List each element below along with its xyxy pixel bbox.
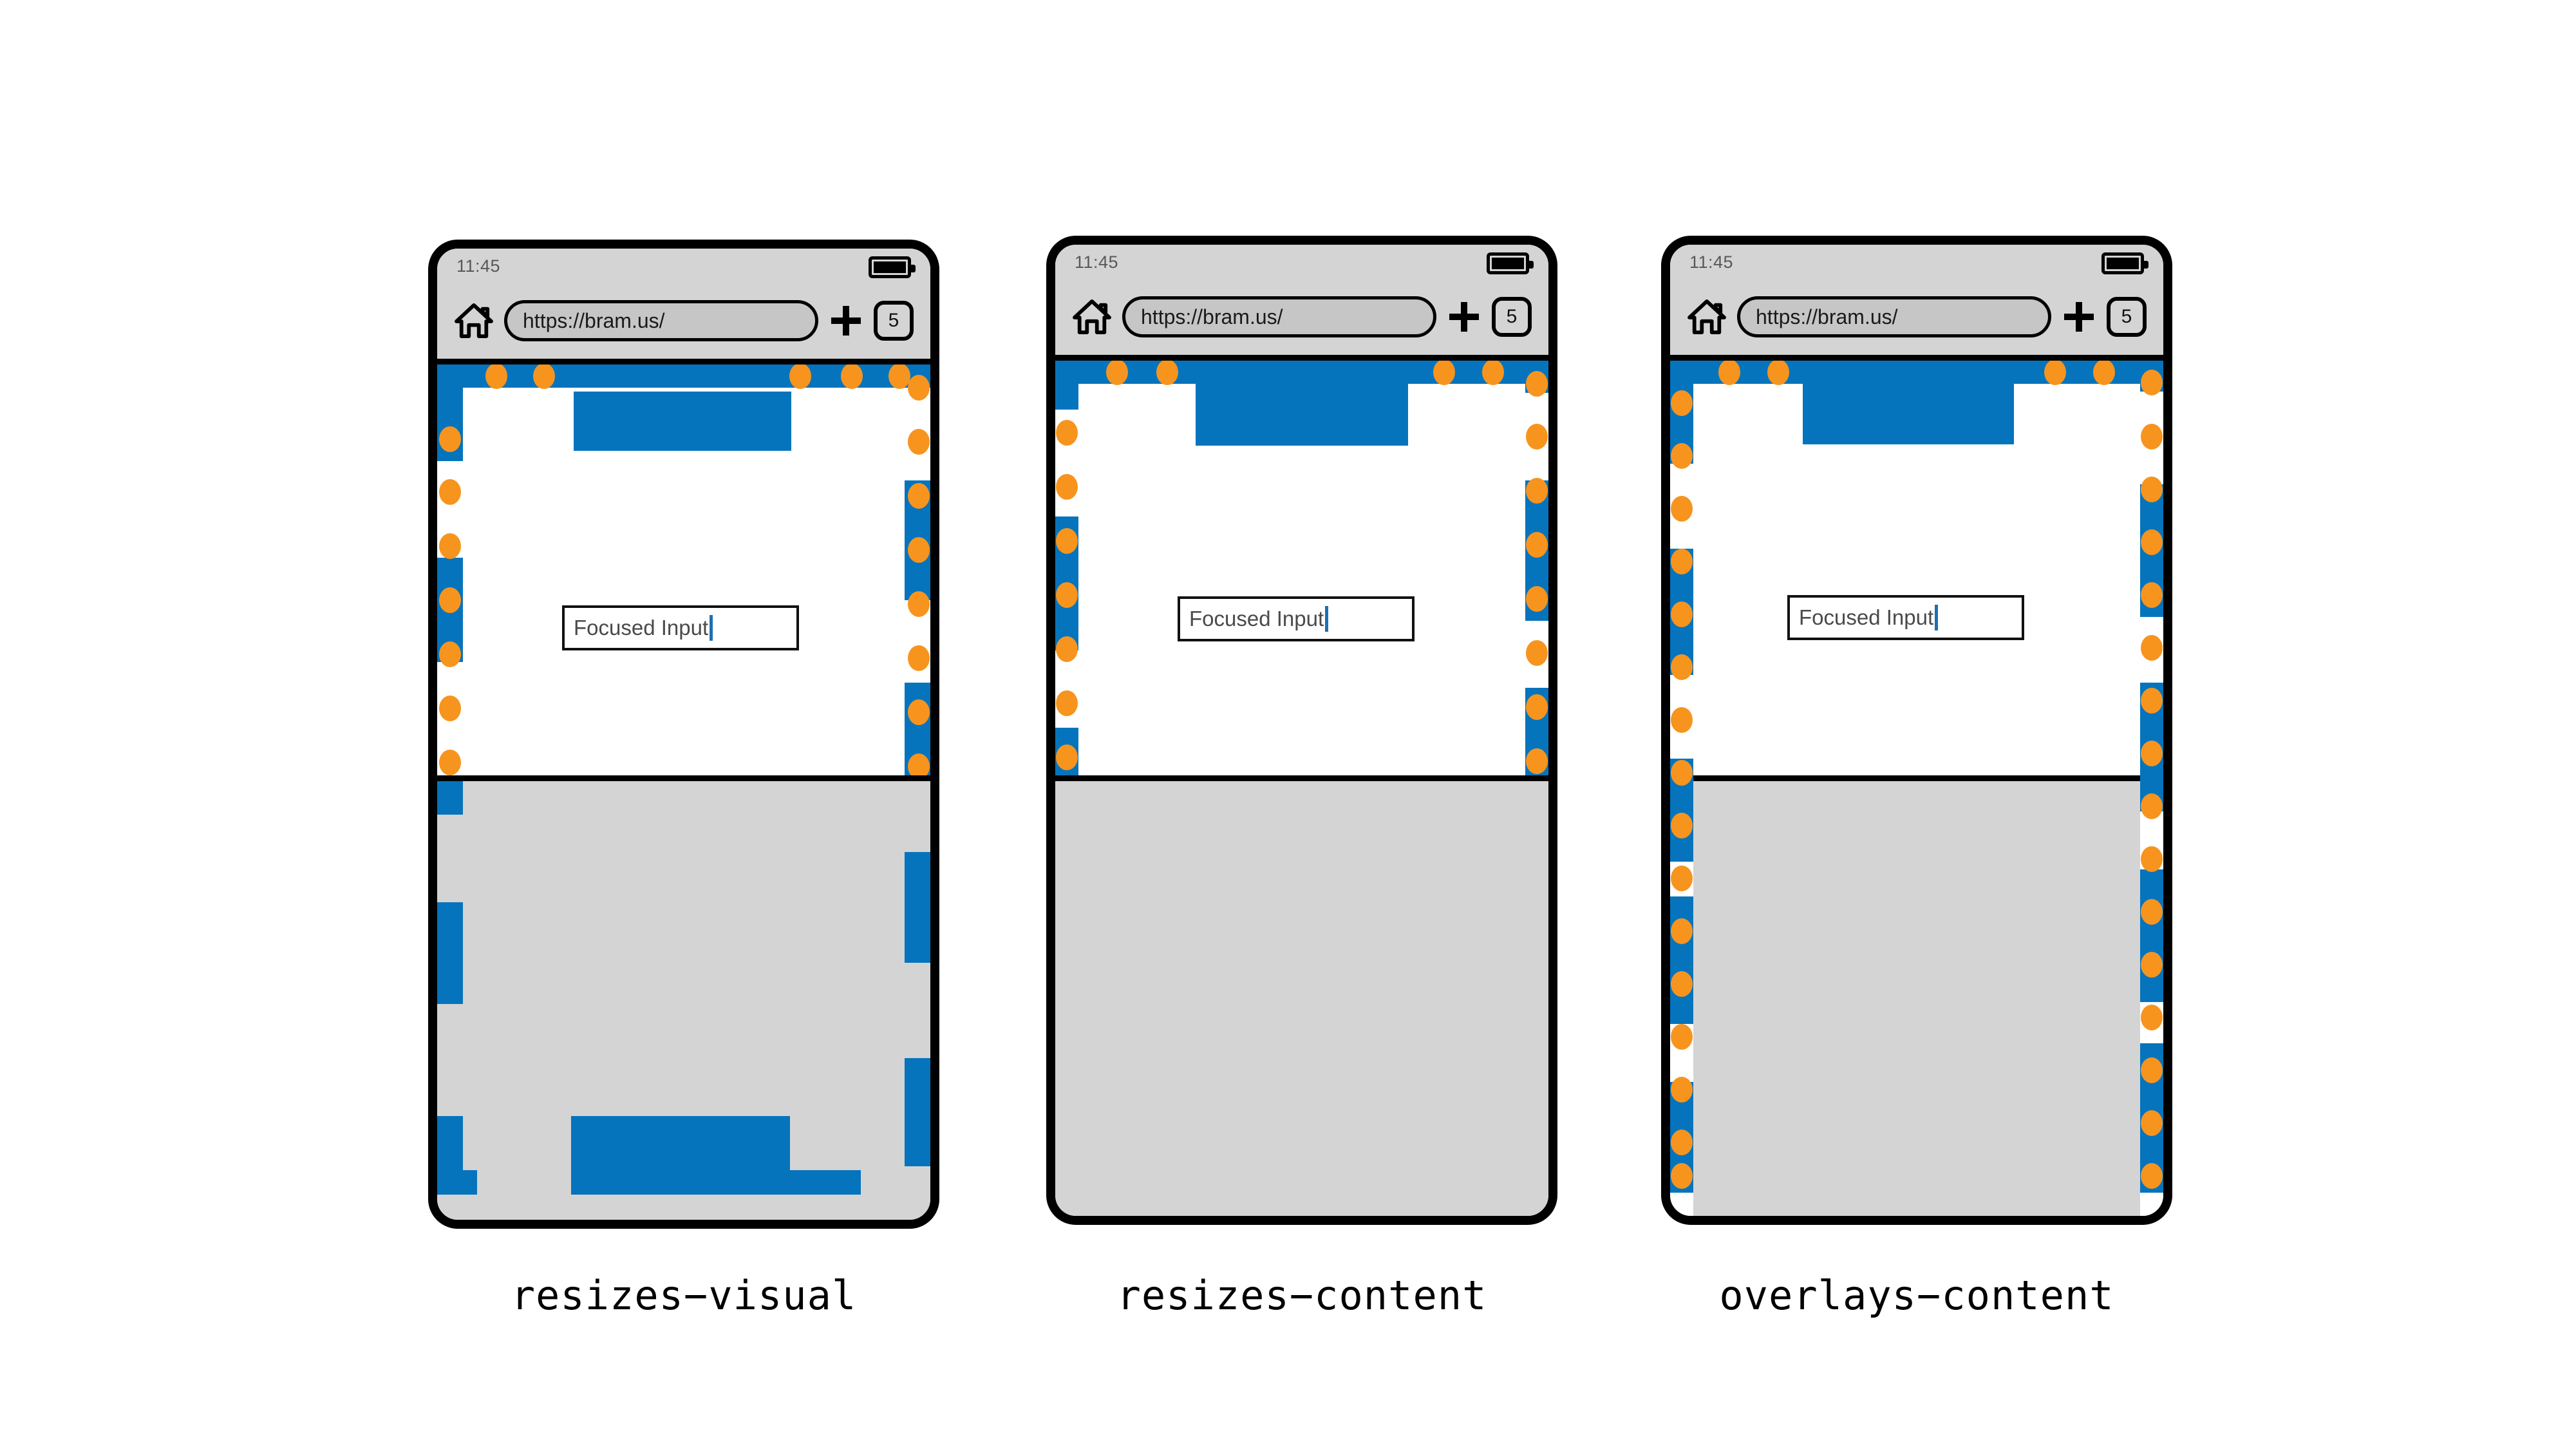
home-icon[interactable] xyxy=(1072,299,1112,335)
home-icon[interactable] xyxy=(1687,299,1727,335)
keyboard-ribbon xyxy=(437,781,930,1220)
text-caret xyxy=(1325,606,1329,632)
focused-input-value: Focused Input xyxy=(574,616,709,639)
virtual-keyboard xyxy=(1055,775,1548,1216)
tab-count-button[interactable]: 5 xyxy=(2107,297,2147,337)
phone-resizes-visual: 11:45 https://bram.us/ 5 xyxy=(428,240,939,1229)
url-bar[interactable]: https://bram.us/ xyxy=(1122,296,1436,337)
browser-chrome: 11:45 https://bram.us/ 5 xyxy=(437,249,930,365)
browser-toolbar: https://bram.us/ 5 xyxy=(437,289,930,353)
status-bar-time: 11:45 xyxy=(1689,252,1734,272)
tab-count-button[interactable]: 5 xyxy=(1492,297,1532,337)
browser-toolbar: https://bram.us/ 5 xyxy=(1670,285,2163,349)
text-caret xyxy=(710,615,713,641)
focused-input-value: Focused Input xyxy=(1189,607,1324,630)
virtual-keyboard xyxy=(437,775,930,1220)
battery-full-icon xyxy=(1487,252,1534,274)
focused-input[interactable]: Focused Input xyxy=(562,605,799,650)
phone-resizes-content: 11:45 https://bram.us/ 5 xyxy=(1046,236,1557,1225)
caption-overlays-content: overlays−content xyxy=(1719,1272,2114,1319)
caption-resizes-visual: resizes−visual xyxy=(511,1272,857,1319)
url-bar[interactable]: https://bram.us/ xyxy=(1737,296,2051,337)
text-caret xyxy=(1935,605,1939,630)
plus-icon[interactable] xyxy=(1447,299,1481,334)
url-bar[interactable]: https://bram.us/ xyxy=(504,300,818,341)
browser-chrome: 11:45 https://bram.us/ 5 xyxy=(1670,245,2163,361)
battery-full-icon xyxy=(2101,252,2148,274)
virtual-keyboard xyxy=(1693,775,2140,1216)
focused-input[interactable]: Focused Input xyxy=(1787,595,2024,640)
tab-count-button[interactable]: 5 xyxy=(874,301,914,341)
caption-resizes-content: resizes−content xyxy=(1116,1272,1487,1319)
home-icon[interactable] xyxy=(454,303,494,339)
battery-full-icon xyxy=(869,256,916,278)
keyboard-ribbon xyxy=(1055,781,1548,1216)
status-bar-time: 11:45 xyxy=(456,256,501,276)
plus-icon[interactable] xyxy=(2062,299,2096,334)
phone-overlays-content: 11:45 https://bram.us/ 5 xyxy=(1661,236,2172,1225)
browser-chrome: 11:45 https://bram.us/ 5 xyxy=(1055,245,1548,361)
plus-icon[interactable] xyxy=(829,303,863,338)
browser-toolbar: https://bram.us/ 5 xyxy=(1055,285,1548,349)
status-bar-time: 11:45 xyxy=(1075,252,1119,272)
focused-input-value: Focused Input xyxy=(1799,605,1934,629)
focused-input[interactable]: Focused Input xyxy=(1178,596,1415,641)
